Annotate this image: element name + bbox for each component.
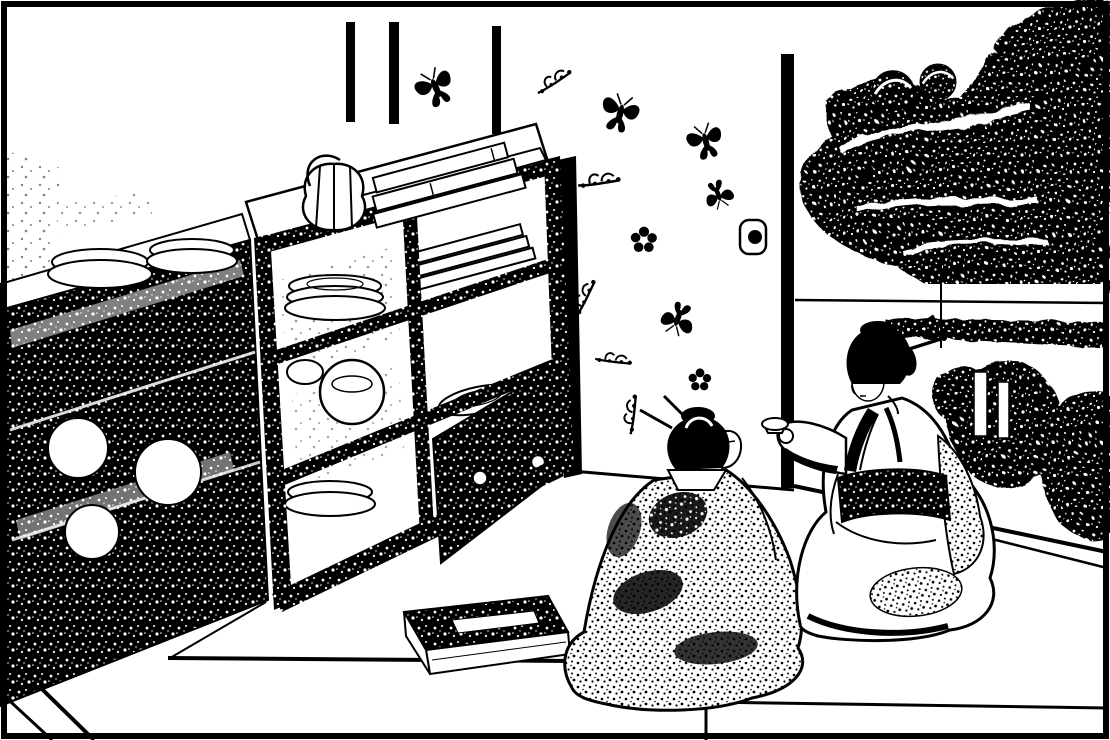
cabinet-top-items [301, 141, 548, 232]
birds [871, 63, 957, 114]
garden-landscape [794, 0, 1110, 538]
figure-lady [761, 314, 996, 643]
attendant-head [639, 394, 743, 470]
figure-attendant [563, 394, 805, 712]
posts [346, 22, 501, 134]
side-chest [0, 212, 270, 708]
offered-cup [761, 417, 789, 434]
right-door-frame [781, 54, 794, 488]
lady-head [846, 314, 947, 415]
door-pull [738, 218, 768, 256]
